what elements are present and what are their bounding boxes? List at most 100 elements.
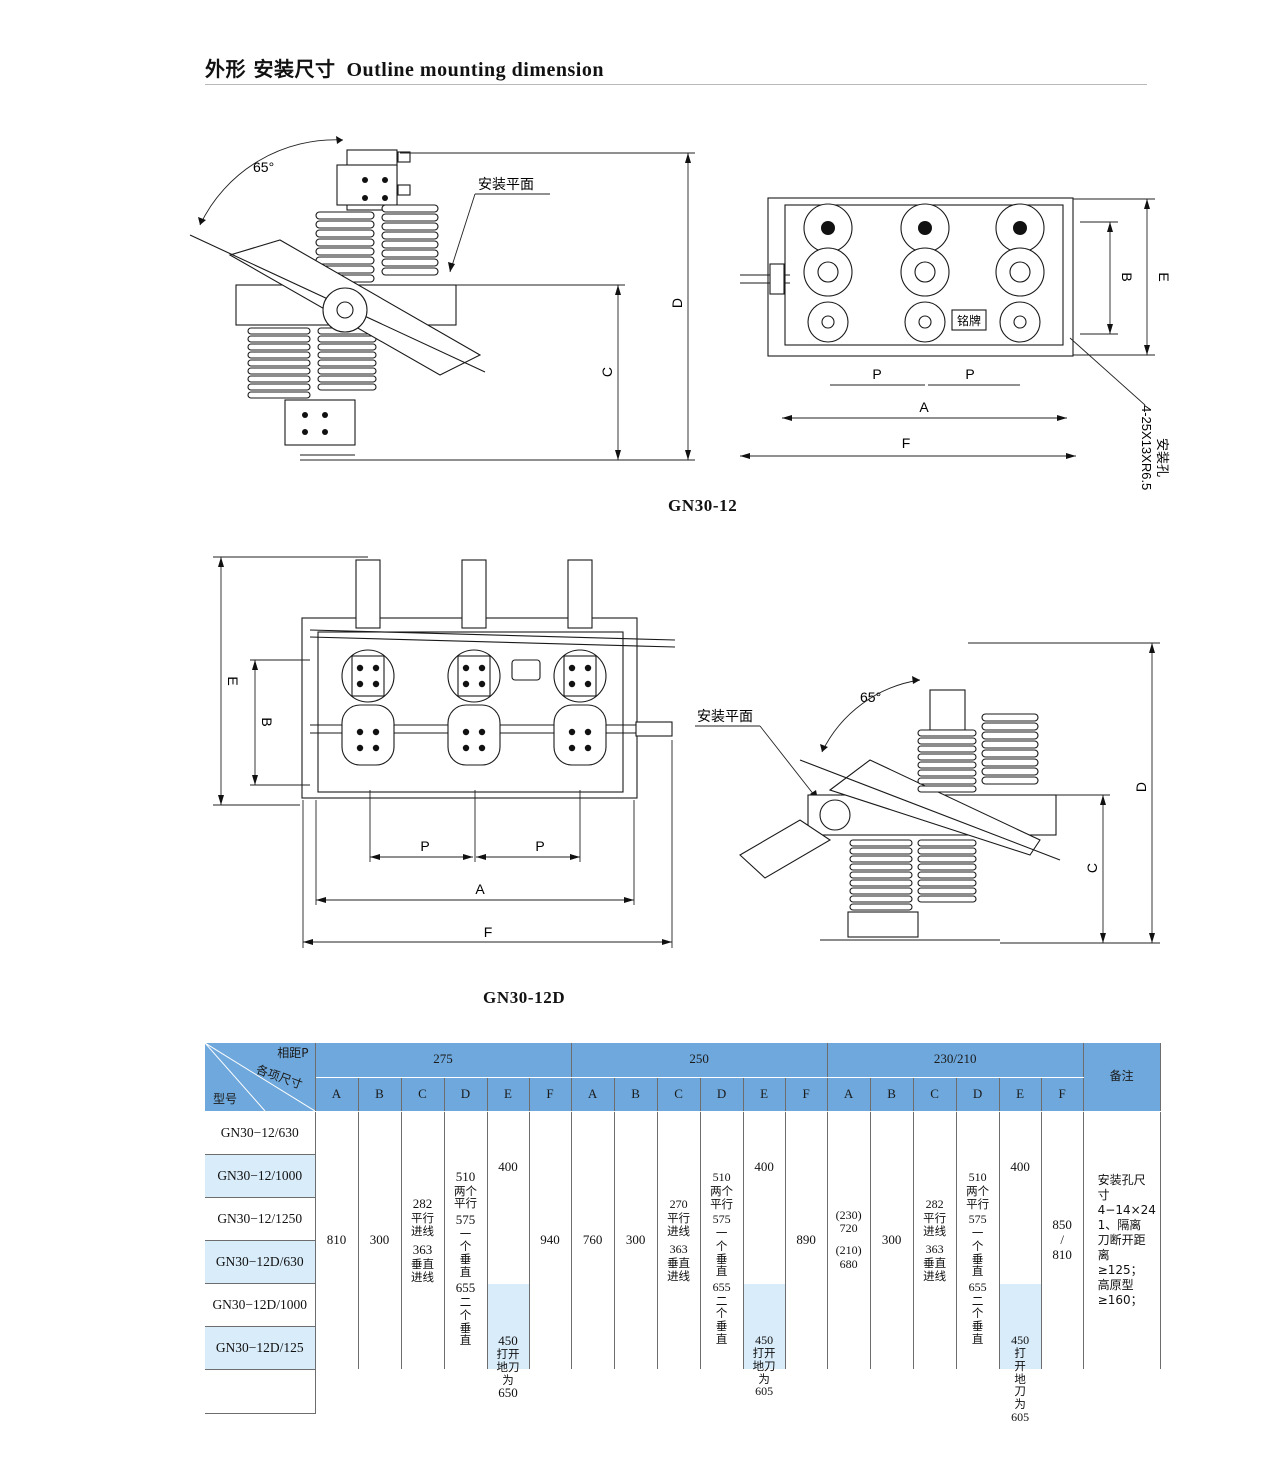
heading-en: Outline mounting dimension [346,59,604,81]
group-275-header: 275 [315,1043,572,1078]
model-row-3: GN30−12D/630 [205,1240,316,1284]
terminal-post [355,559,381,629]
g230-d2t: 一个垂直 [971,1226,984,1279]
model-row-4: GN30−12D/1000 [205,1283,316,1327]
g230-a4: 680 [839,1257,858,1272]
insulator-fin [247,351,311,359]
g250-d3: 655 [712,1279,731,1294]
insulator-fin [247,327,311,335]
g250-a: 760 [571,1111,615,1369]
insulator-fin [981,758,1039,767]
g250-e2t: 打开地刀为 [752,1346,776,1386]
remark-header: 备注 [1083,1043,1161,1112]
dim-a-2: A [475,881,485,897]
g230-a: (230) 720 (210) 680 [827,1111,871,1369]
bolt [372,664,380,672]
g250-e2: 450 [755,1332,774,1347]
insulator-fin [917,847,977,855]
bolt [584,664,592,672]
pole-center [914,261,936,283]
dim-a-1: A [919,399,929,415]
insulator-fin [315,211,375,220]
bolt [584,728,592,736]
insulator-fin [981,740,1039,749]
mount-hole-label: 安装孔 [1155,438,1170,477]
g230-col-header-b: B [870,1077,914,1112]
insulator-fin [247,367,311,375]
dim-p-2b: P [535,838,544,854]
insulator-fin [247,383,311,391]
g250-e1: 400 [754,1158,774,1174]
nameplate-label: 铭牌 [957,313,981,328]
g275-e3: 650 [498,1385,518,1401]
pole-center [918,315,932,329]
dim-b-2: B [259,717,275,726]
gn30-12d-drawing: E B P P A F 65° 安装平面 [213,556,1160,948]
g230-f1: 850 [1052,1216,1072,1232]
insulator-fin [317,359,377,367]
bolt [372,744,380,752]
insulator-fin [849,863,913,871]
remark-cell: 安装孔尺寸4−14×24 1、隔离刀断开距离≥125；高原型≥160； [1083,1111,1161,1369]
gn30-12-side-view: 65° 安装平面 D C [189,136,695,461]
header-model-label: 型号 [213,1091,238,1106]
g250-d1: 510 [712,1170,731,1185]
insulator-fin [917,871,977,879]
gn30-12-top-view: 铭牌 P P A F B E 安装孔 4-25X13XR6.5 [740,197,1172,490]
g230-e2: 450 [1011,1332,1030,1347]
group-250-header: 250 [571,1043,828,1078]
g230-c1: 282 [925,1197,944,1212]
g230-a3: (210) [835,1243,862,1258]
bolt [462,680,470,688]
insulator-fin [315,229,375,238]
g230-col-header-e: E [999,1077,1042,1112]
mount-plane-label: 安装平面 [478,176,534,192]
g250-c1: 270 [669,1197,688,1212]
insulator-fin [381,249,439,258]
insulator-fin [317,367,377,375]
g275-col-header-f: F [529,1077,572,1112]
g250-e: 400 450 打开地刀为 605 [743,1111,786,1398]
g275-c2t: 垂直进线 [411,1257,434,1284]
insulator-fin [917,777,977,785]
insulator-fin [317,375,377,383]
g250-b: 300 [614,1111,658,1369]
g230-f2: / [1060,1231,1064,1247]
insulator-fin [247,359,311,367]
bolt [478,728,486,736]
model-row-0: GN30−12/630 [205,1111,316,1155]
insulator-fin [381,231,439,240]
g275-col-header-d: D [444,1077,488,1112]
g275-d1t: 两个平行 [454,1183,477,1211]
pole-lower [341,704,395,766]
header-diagonal-cell: 相距P 各项尺寸 型号 [205,1043,316,1112]
terminal-post [461,559,487,629]
insulator-fin [315,220,375,229]
model-row-5: GN30−12D/125 [205,1326,316,1370]
insulator-fin [917,887,977,895]
g230-col-header-f: F [1041,1077,1084,1112]
dim-b-1: B [1119,272,1135,281]
dim-e-1: E [1156,272,1172,281]
g230-a2: 720 [839,1221,858,1236]
g250-c2: 363 [669,1242,688,1257]
insulator-fin [981,749,1039,758]
g230-e3: 605 [1011,1409,1030,1424]
bolt [568,744,576,752]
pole-block [351,655,385,697]
g275-col-header-b: B [358,1077,402,1112]
page-heading: 外形 安装尺寸 Outline mounting dimension [205,53,604,82]
g275-f: 940 [529,1111,572,1369]
g275-col-header-e: E [487,1077,530,1112]
insulator-fin [381,222,439,231]
g230-col-header-d: D [956,1077,1000,1112]
pole-center [821,315,835,329]
pole-lower [447,704,501,766]
pole-center [821,221,835,235]
group-230-header: 230/210 [827,1043,1084,1078]
pole-center [918,221,932,235]
g250-e3: 605 [755,1384,774,1399]
fig1-caption: GN30-12 [668,496,738,515]
